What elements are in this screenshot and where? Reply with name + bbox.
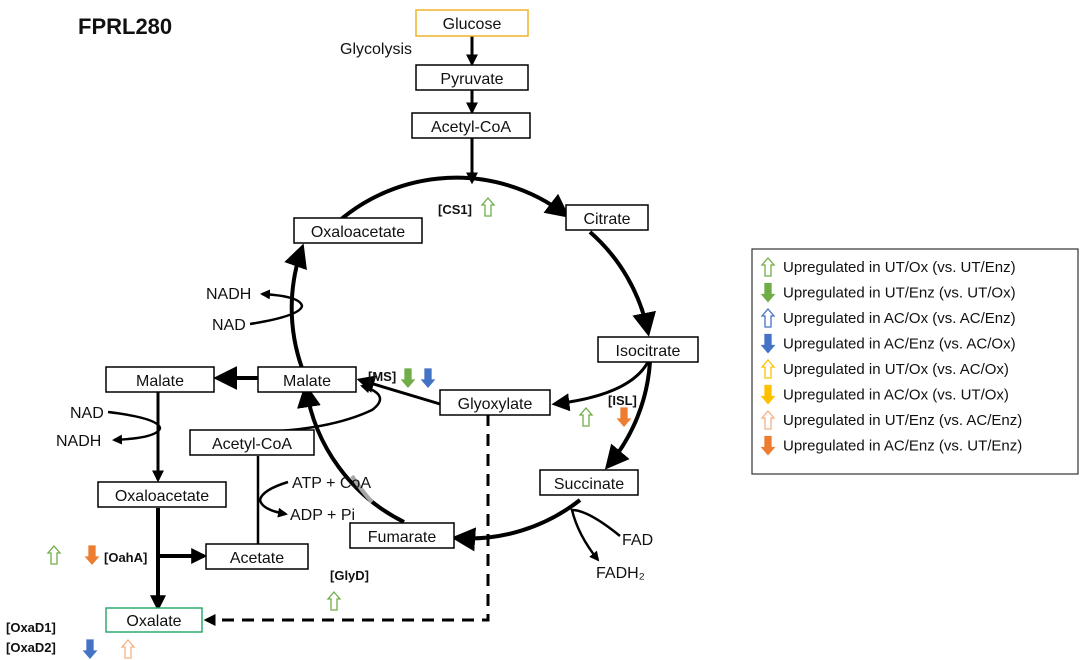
boxes <box>97 9 699 633</box>
nadh-top: NADH <box>206 286 251 303</box>
acetate-label: Acetate <box>230 550 284 567</box>
dashed-glyoxylate-oxalate <box>203 414 490 626</box>
enzyme-glyd: [GlyD] <box>330 568 369 583</box>
arc-citrate-isocitrate <box>588 230 656 337</box>
glycolysis-chain: Glycolysis <box>340 35 478 185</box>
legend-label: Upregulated in AC/Enz (vs. UT/Enz) <box>783 438 1022 455</box>
oxaloacetate-side-label: Oxaloacetate <box>115 488 209 505</box>
box-labels: Glucose Pyruvate Acetyl-CoA Citrate Oxal… <box>115 16 681 630</box>
oxalate-label: Oxalate <box>126 613 181 630</box>
succinate-label: Succinate <box>554 476 624 493</box>
oxad-regulation-arrow-icon <box>82 639 98 659</box>
legend-label: Upregulated in UT/Ox (vs. AC/Ox) <box>783 361 1009 378</box>
arrow-fad-fadh2 <box>570 508 621 562</box>
oxaloacetate-cycle-label: Oxaloacetate <box>311 224 405 241</box>
adp-pi: ADP + Pi <box>290 507 355 524</box>
arc-malate-oxaloacetate <box>284 243 307 369</box>
glyoxylate-box <box>439 389 551 416</box>
acetylcoa-top-box <box>411 112 531 139</box>
cofactor-labels: NADH NAD NAD NADH ATP + CoA ADP + Pi FAD… <box>56 286 653 582</box>
arrow-nad-nadh-left <box>107 410 162 445</box>
oxad-regulation-arrow-icon <box>120 639 136 659</box>
ms-regulation-arrow-icon <box>400 368 416 388</box>
isl-regulation-arrow-icon <box>616 407 632 427</box>
arrow-glyoxylate-malate <box>356 375 441 406</box>
acetate-box <box>205 543 309 570</box>
oaha-regulation-arrow-icon <box>46 545 62 565</box>
glucose-box <box>415 9 529 37</box>
regulation-arrows <box>46 197 632 659</box>
nad-top: NAD <box>212 317 246 334</box>
arc-succinate-fumarate <box>451 498 582 552</box>
fumarate-box <box>349 522 455 549</box>
legend-label: Upregulated in UT/Enz (vs. UT/Ox) <box>783 285 1016 302</box>
atp-coa: ATP + CoA <box>292 475 371 492</box>
legend-arrow-icon <box>760 359 776 379</box>
glyd-regulation-arrow-icon <box>326 591 342 611</box>
succinate-box <box>539 469 639 496</box>
arrow-isocitrate-glyoxylate <box>551 361 650 412</box>
nad-left: NAD <box>70 405 104 422</box>
arrow-nad-nadh-top <box>249 289 304 326</box>
grey-arc-segment <box>350 474 374 504</box>
legend-frame <box>751 248 1079 475</box>
enzyme-cs1: [CS1] <box>438 202 472 217</box>
nadh-left: NADH <box>56 433 101 450</box>
enzyme-ms: [MS] <box>368 369 396 384</box>
enzyme-oaha: [OahA] <box>104 550 147 565</box>
oxaloacetate-side-box <box>97 481 227 508</box>
acetylcoa-top-label: Acetyl-CoA <box>431 119 511 136</box>
arrow-acetylcoa-malate <box>257 383 382 434</box>
enzyme-labels: [CS1] [MS] [ISL] [OahA] [GlyD] [OxaD1] [… <box>6 202 637 655</box>
malate-side-box <box>105 366 215 393</box>
legend-arrow-icon <box>760 410 776 430</box>
isocitrate-label: Isocitrate <box>616 343 681 360</box>
malate-side-label: Malate <box>136 373 184 390</box>
enzyme-isl: [ISL] <box>608 393 637 408</box>
glycolysis-label: Glycolysis <box>340 41 412 58</box>
isocitrate-box <box>597 336 699 363</box>
oxaloacetate-cycle-box <box>293 217 423 244</box>
arrow-atp-adp <box>258 480 289 518</box>
pyruvate-box <box>415 64 529 91</box>
legend-label: Upregulated in AC/Enz (vs. AC/Ox) <box>783 336 1016 353</box>
oaha-regulation-arrow-icon <box>84 545 100 565</box>
legend-arrow-icon <box>760 308 776 328</box>
cs1-regulation-arrow-icon <box>480 197 496 217</box>
legend-label: Upregulated in AC/Ox (vs. AC/Enz) <box>783 310 1016 327</box>
ms-regulation-arrow-icon <box>420 368 436 388</box>
malate-cycle-label: Malate <box>283 373 331 390</box>
arc-isocitrate-succinate <box>604 361 652 470</box>
arc-fumarate-malate <box>297 383 405 524</box>
legend-arrow-icon <box>760 435 776 456</box>
citrate-box <box>565 204 649 231</box>
citrate-label: Citrate <box>583 211 630 228</box>
legend-label: Upregulated in UT/Ox (vs. UT/Enz) <box>783 259 1016 276</box>
acetylcoa-side-box <box>189 429 315 456</box>
enzyme-oxad1: [OxaD1] <box>6 620 56 635</box>
figure-title: FPRL280 <box>78 14 172 39</box>
legend-label: Upregulated in UT/Enz (vs. AC/Enz) <box>783 412 1022 429</box>
legend-label: Upregulated in AC/Ox (vs. UT/Ox) <box>783 387 1009 404</box>
legend-arrow-icon <box>760 384 776 405</box>
glyoxylate-label: Glyoxylate <box>458 396 533 413</box>
arc-oxaloacetate-citrate <box>318 175 570 242</box>
legend: Upregulated in UT/Ox (vs. UT/Enz) Upregul… <box>751 248 1079 475</box>
pyruvate-label: Pyruvate <box>440 71 503 88</box>
fad: FAD <box>622 532 653 549</box>
acetylcoa-side-label: Acetyl-CoA <box>212 436 292 453</box>
malate-cycle-box <box>257 366 357 393</box>
legend-arrow-icon <box>760 257 776 277</box>
legend-arrow-icon <box>760 282 776 303</box>
fadh2: FADH₂ <box>596 565 645 582</box>
isl-regulation-arrow-icon <box>578 407 594 427</box>
fumarate-label: Fumarate <box>368 529 437 546</box>
oxalate-box <box>105 607 203 633</box>
legend-arrow-icon <box>760 333 776 354</box>
enzyme-oxad2: [OxaD2] <box>6 640 56 655</box>
tca-cycle <box>284 175 656 552</box>
glucose-label: Glucose <box>443 16 502 33</box>
